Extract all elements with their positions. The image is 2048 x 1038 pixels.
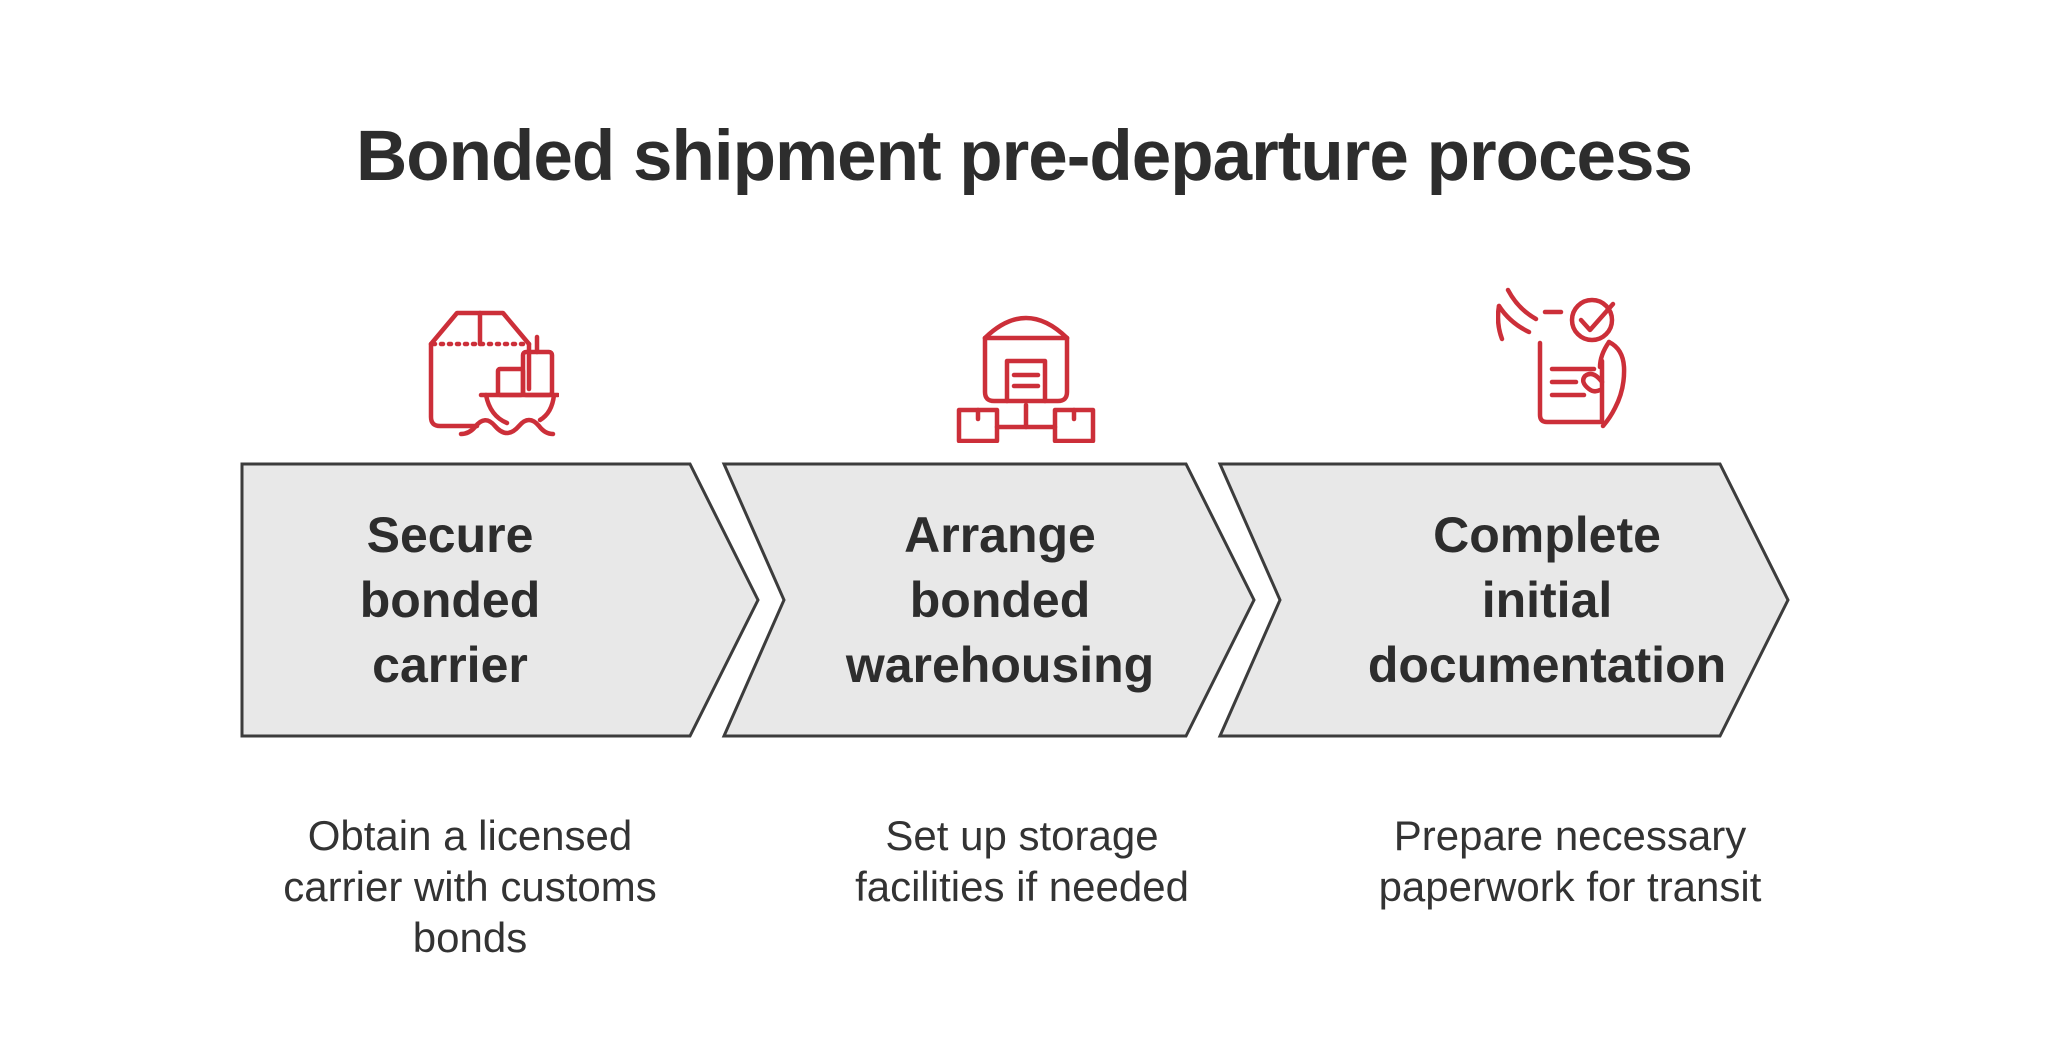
description-line: bonds <box>412 914 528 961</box>
label-line: initial <box>1481 571 1613 628</box>
description-line: paperwork for transit <box>1378 863 1762 910</box>
description-line: Prepare necessary <box>1393 812 1747 859</box>
label-line: Complete <box>1433 506 1661 563</box>
description-line: Set up storage <box>885 812 1159 859</box>
step-3-description: Prepare necessary paperwork for transit <box>1350 810 1790 912</box>
chevron-step-2 <box>721 462 1256 738</box>
page-title: Bonded shipment pre-departure process <box>356 116 1693 196</box>
description-line: carrier with customs <box>283 863 657 910</box>
label-line: bonded <box>359 571 541 628</box>
step-2-description: Set up storage facilities if needed <box>802 810 1242 912</box>
step-1-description: Obtain a licensed carrier with customs b… <box>250 810 690 963</box>
box-and-cargo-ship-icon <box>409 292 561 442</box>
chevron-step-1 <box>240 462 760 738</box>
bonded-warehouse-icon <box>951 288 1101 444</box>
chevron-step-3 <box>1217 462 1790 738</box>
label-line: bonded <box>909 571 1091 628</box>
description-line: facilities if needed <box>855 863 1189 910</box>
label-line: carrier <box>372 636 528 693</box>
description-line: Obtain a licensed <box>307 812 633 859</box>
label-line: warehousing <box>845 636 1155 693</box>
label-line: Secure <box>366 506 534 563</box>
step-3-label: Complete initial documentation <box>1327 464 1767 736</box>
document-check-icon <box>1495 285 1646 435</box>
step-1-label: Secure bonded carrier <box>230 464 670 736</box>
step-2-label: Arrange bonded warehousing <box>780 464 1220 736</box>
label-line: documentation <box>1367 636 1727 693</box>
label-line: Arrange <box>904 506 1096 563</box>
